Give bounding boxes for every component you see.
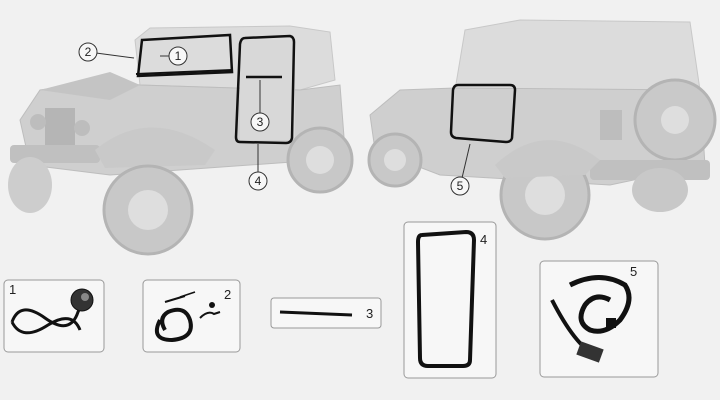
callout-2-label: 2 [85, 45, 92, 59]
callout-3-label: 3 [257, 115, 264, 129]
callout-1: 1 [160, 46, 188, 66]
part-box-4-number: 4 [480, 232, 487, 247]
part-box-1: 1 [3, 279, 105, 353]
callout-2: 2 [78, 42, 135, 62]
windshield-seal-outline [136, 33, 234, 78]
door-surround-seal-image [415, 229, 477, 368]
part-box-5: 5 [539, 260, 659, 378]
callout-3: 3 [250, 80, 270, 132]
part-box-2: 2 [142, 279, 241, 353]
part-box-5-number: 5 [630, 264, 637, 279]
rear-door-seal-outline [449, 83, 517, 144]
part-box-1-number: 1 [9, 282, 16, 297]
rear-door-seal-image [550, 275, 632, 363]
part-box-4: 4 [403, 221, 497, 379]
part-box-3-number: 3 [366, 306, 373, 321]
part-box-2-number: 2 [224, 287, 231, 302]
vehicle-rear-view [367, 19, 717, 241]
windshield-frame-seal-outline [135, 69, 233, 75]
vehicle-front-view [8, 25, 354, 256]
windshield-seal-image [10, 288, 94, 335]
callout-5: 5 [450, 143, 471, 196]
rear-view-highlights [449, 83, 517, 144]
part-box-3: 3 [270, 297, 382, 329]
windshield-frame-seal-kit-image [155, 291, 221, 343]
callout-4: 4 [248, 144, 268, 191]
callout-1-label: 1 [175, 49, 182, 63]
front-view-highlights [135, 33, 296, 145]
callout-4-label: 4 [255, 174, 262, 188]
callout-5-label: 5 [457, 179, 464, 193]
door-strip-image [279, 310, 353, 317]
door-surround-seal-outline [234, 34, 296, 145]
